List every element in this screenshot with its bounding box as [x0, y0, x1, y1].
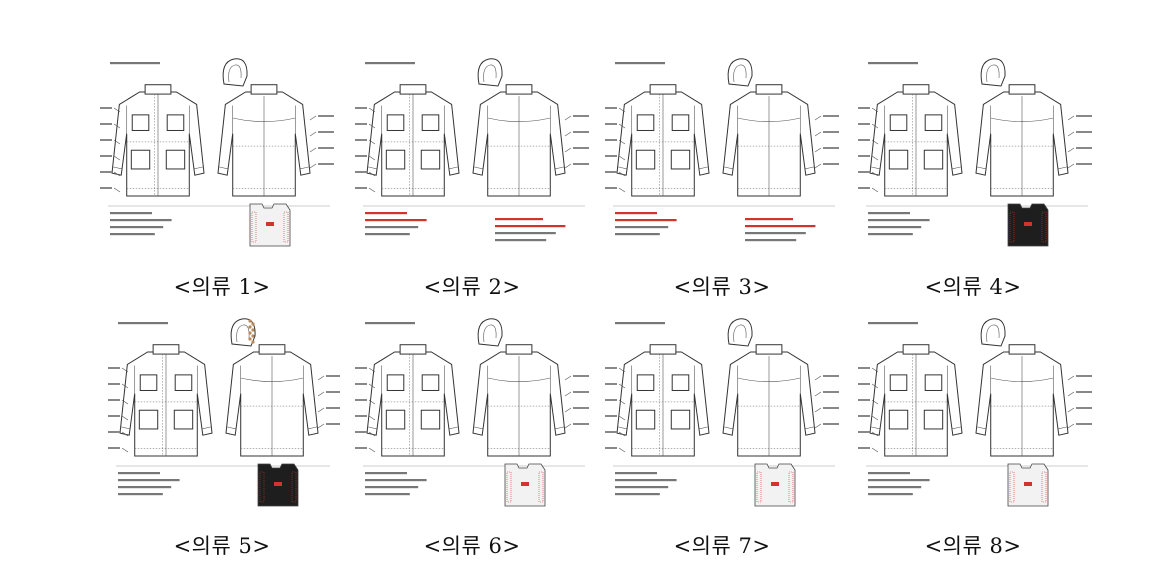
jacket-front-view [111, 84, 205, 197]
figure-3-caption: <의류 3> [673, 275, 771, 299]
callout-labels [108, 367, 129, 453]
figure-7 [605, 312, 845, 522]
fabric-swatch [754, 463, 796, 507]
spec-notes [365, 212, 427, 236]
callout-labels [605, 107, 626, 193]
callout-labels [858, 367, 879, 453]
jacket-back-view [225, 344, 319, 457]
spec-notes [745, 218, 816, 242]
sheet-header [365, 62, 415, 65]
jacket-front-view [869, 84, 963, 197]
callout-labels [100, 107, 121, 193]
callout-labels [605, 367, 626, 453]
figure-2-caption: <의류 2> [423, 275, 521, 299]
figure-2 [355, 52, 595, 262]
callout-labels [564, 375, 589, 429]
hood-detail [477, 318, 503, 347]
figure-8-caption: <의류 8> [924, 534, 1022, 558]
callout-labels [355, 367, 376, 453]
fabric-swatch [1007, 203, 1049, 247]
figure-6-caption: <의류 6> [423, 534, 521, 558]
spec-notes [615, 212, 677, 236]
callout-labels [1067, 115, 1092, 169]
fabric-swatch [249, 203, 291, 247]
figure-1-caption: <의류 1> [173, 275, 271, 299]
jacket-front-view [869, 344, 963, 457]
jacket-sketch [858, 318, 1092, 507]
jacket-back-view [472, 344, 566, 457]
figure-4-caption: <의류 4> [924, 275, 1022, 299]
sheet-header [868, 322, 918, 325]
figure-5-caption: <의류 5> [173, 534, 271, 558]
jacket-back-view [975, 84, 1069, 197]
hood-detail [222, 58, 248, 87]
jacket-back-view [722, 344, 816, 457]
jacket-front-view [119, 344, 213, 457]
callout-labels [564, 115, 589, 169]
fabric-swatch [1007, 463, 1049, 507]
jacket-sketch [858, 58, 1092, 247]
figure-8 [858, 312, 1098, 522]
hood-detail [727, 318, 753, 347]
jacket-sketch [100, 58, 334, 247]
figure-6 [355, 312, 595, 522]
hood-detail [727, 58, 753, 87]
spec-notes [868, 472, 930, 496]
fabric-swatch [504, 463, 546, 507]
jacket-back-view [472, 84, 566, 197]
sheet-header [615, 322, 665, 325]
sheet-header [365, 322, 415, 325]
jacket-sketch [108, 318, 340, 507]
jacket-sketch [355, 318, 589, 507]
jacket-front-view [366, 344, 460, 457]
jacket-front-view [616, 84, 710, 197]
jacket-sketch [355, 58, 589, 242]
sheet-header [110, 62, 160, 65]
fabric-swatch [257, 463, 299, 507]
spec-notes [868, 212, 930, 236]
hood-detail [477, 58, 503, 87]
sheet-header [868, 62, 918, 65]
jacket-sketch [605, 318, 839, 507]
spec-notes [365, 472, 427, 496]
figure-7-caption: <의류 7> [673, 534, 771, 558]
sheet-header [615, 62, 665, 65]
figure-3 [605, 52, 845, 262]
spec-notes [110, 212, 172, 236]
jacket-back-view [722, 84, 816, 197]
hood-detail [980, 318, 1006, 347]
callout-labels [309, 115, 334, 169]
callout-labels [317, 375, 340, 429]
figure-4 [858, 52, 1098, 262]
callout-labels [858, 107, 879, 193]
jacket-back-view [975, 344, 1069, 457]
jacket-front-view [616, 344, 710, 457]
callout-labels [355, 107, 376, 193]
callout-labels [814, 115, 839, 169]
sheet-header [118, 322, 168, 325]
spec-notes [495, 218, 566, 242]
spec-notes [615, 472, 677, 496]
jacket-back-view [217, 84, 311, 197]
figure-5 [108, 312, 340, 522]
callout-labels [814, 375, 839, 429]
callout-labels [1067, 375, 1092, 429]
hood-detail [230, 318, 256, 347]
hood-detail [980, 58, 1006, 87]
jacket-sketch [605, 58, 839, 242]
figure-1 [100, 52, 340, 262]
jacket-front-view [366, 84, 460, 197]
spec-notes [118, 472, 180, 496]
